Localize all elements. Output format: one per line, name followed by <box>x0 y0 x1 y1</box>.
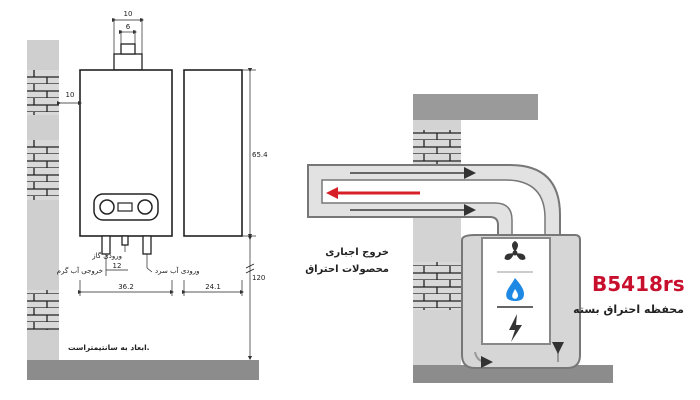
dim-pipe-spacing: 12 <box>113 262 122 270</box>
model-subtitle: محفظه احتراق بسته <box>573 303 684 316</box>
left-diagram: 10 6 ورودی گاز خروجی آب گرم ورودی آب سرد… <box>27 10 268 380</box>
wall-bricks-3 <box>27 290 59 330</box>
knob-right <box>137 199 153 215</box>
display <box>117 202 133 212</box>
flame-icon <box>506 278 525 301</box>
label-gas-inlet: ورودی گاز <box>91 251 122 260</box>
intake-arrow-left <box>474 351 493 368</box>
dim-depth: 24.1 <box>205 283 221 291</box>
exhaust-arrowhead <box>326 187 338 199</box>
dim-clearance: 120 <box>252 274 265 282</box>
pipe-cold <box>142 235 152 255</box>
flue-outer <box>113 53 143 71</box>
label-cold-inlet: ورودی آب سرد <box>155 266 200 275</box>
flue-inner <box>120 43 136 55</box>
dim-wall-gap: 10 <box>66 91 75 99</box>
floor-right <box>413 365 613 383</box>
dim-top-inner: 6 <box>126 23 131 31</box>
ceiling-slab <box>413 94 538 120</box>
wall-bricks-2 <box>27 140 59 200</box>
knob-left <box>99 199 115 215</box>
wall-bricks-1 <box>27 70 59 115</box>
floor <box>27 360 259 380</box>
right-diagram: خروج اجباری محصولات احتراق B5418rs محفظه… <box>305 94 685 383</box>
dim-height: 65.4 <box>252 151 268 159</box>
model-name: B5418rs <box>592 272 685 296</box>
pipe-gas <box>121 235 129 246</box>
label-hot-outlet: خروجی آب گرم <box>57 266 103 275</box>
fan-icon <box>504 241 526 261</box>
exhaust-label-line2: محصولات احتراق <box>305 264 389 275</box>
dim-width: 36.2 <box>118 283 134 291</box>
heater-side <box>183 69 243 237</box>
dim-top-outer: 10 <box>124 10 133 18</box>
wall-right-bricks-2 <box>413 262 461 310</box>
lightning-icon <box>509 314 522 342</box>
exhaust-label-line1: خروج اجباری <box>325 247 389 258</box>
footnote-units: ابعاد به سانتیمتراست. <box>68 343 150 352</box>
